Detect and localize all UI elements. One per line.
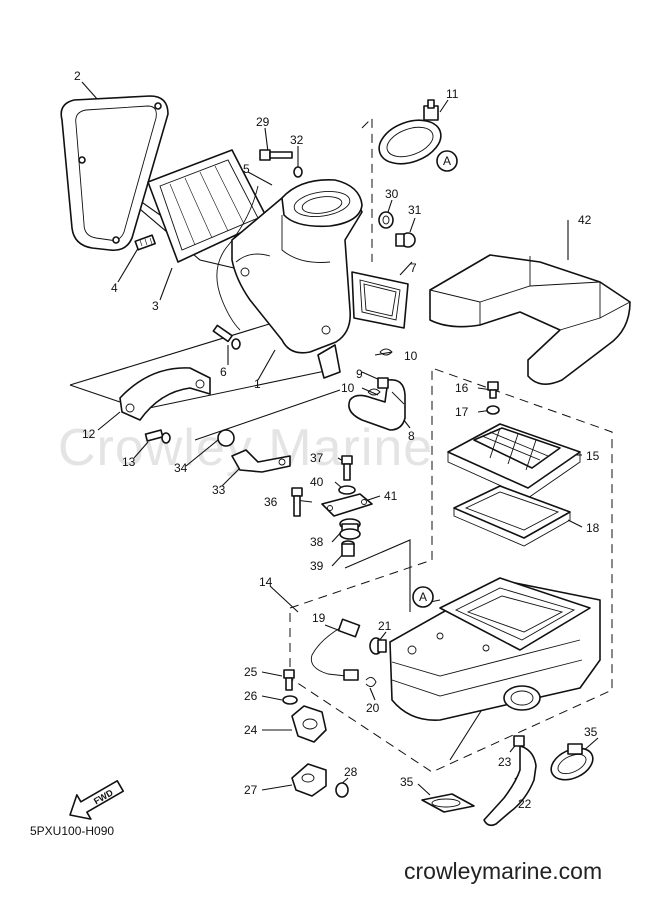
seal-part-5: [216, 185, 259, 331]
grommet-30-part: [378, 211, 394, 229]
callout: 12: [82, 427, 96, 441]
grommet-21-part: [369, 637, 387, 655]
callout: 20: [366, 701, 380, 715]
callout: 32: [290, 133, 304, 147]
callout: 41: [384, 489, 398, 503]
callout: 25: [244, 665, 258, 679]
bracket-12-part: [119, 367, 211, 421]
fitting-23-part: [513, 735, 525, 747]
filter-element-18-part: [453, 485, 571, 547]
callout: 1: [254, 377, 261, 391]
sensor-19-part: [310, 618, 361, 681]
callout: 10: [341, 381, 355, 395]
diagram-code: 5PXU100-H090: [30, 824, 115, 838]
callout: 23: [498, 755, 512, 769]
screw-13-part: [144, 429, 171, 444]
fwd-arrow-icon: FWD: [69, 780, 125, 820]
clip-20-part: [365, 677, 377, 687]
clip-10-part: [367, 348, 393, 396]
callout: 10: [404, 349, 418, 363]
grommet-34-part: [217, 429, 235, 447]
air-box-assembly-boundary: [289, 367, 613, 773]
collar-31-part: [395, 232, 416, 248]
callout: 14: [259, 575, 273, 589]
callout: 3: [152, 299, 159, 313]
svg-text:A: A: [419, 590, 427, 604]
callout: 26: [244, 689, 258, 703]
callout: 37: [310, 451, 324, 465]
bolt-37-part: [341, 455, 353, 481]
fitting-9-part: [377, 377, 389, 389]
screw-4-part: [134, 234, 156, 251]
footer-url: crowleymarine.com: [404, 858, 603, 884]
callout: 5: [243, 162, 250, 176]
callout: 36: [264, 495, 278, 509]
callout: 16: [455, 381, 469, 395]
grommet-38-part: [339, 518, 361, 540]
callout: 40: [310, 475, 324, 489]
callout: 18: [586, 521, 600, 535]
bolt-25-part: [283, 669, 295, 691]
grommet-28-part: [335, 782, 349, 798]
collar-39-part: [341, 540, 355, 557]
callout: 28: [344, 765, 358, 779]
screw-6-part: [212, 324, 241, 350]
callout: 4: [111, 281, 118, 295]
hose-8-part: [348, 378, 406, 431]
ref-mark-a-lower: A: [412, 586, 434, 608]
bracket-33-part: [231, 449, 291, 473]
callout: 34: [174, 461, 188, 475]
callout: 13: [122, 455, 136, 469]
callout: 8: [408, 429, 415, 443]
washer-17-part: [486, 405, 500, 415]
intake-duct-part-1: [231, 179, 363, 379]
callout: 9: [356, 367, 363, 381]
callout-labels: 1 2 3 4 5 6 7 8 9 10 10 11 12 13 14 15 1…: [74, 69, 600, 811]
callout: 31: [408, 203, 422, 217]
washer-26-part: [282, 695, 298, 705]
callout: 17: [455, 405, 469, 419]
clamp-ring-11-part: [378, 99, 442, 165]
callout: 29: [256, 115, 270, 129]
air-box-14-part: [389, 577, 601, 721]
callout: 30: [385, 187, 399, 201]
intake-boundary: [361, 116, 373, 262]
callout: 6: [220, 365, 227, 379]
foam-pad-42-part: [429, 254, 631, 385]
bolt-36-part: [291, 487, 303, 517]
plate-41-part: [321, 493, 373, 517]
filter-cover-15-part: [447, 423, 581, 499]
bracket-24-part: [291, 705, 327, 743]
callout: 21: [378, 619, 392, 633]
callout: 22: [518, 797, 532, 811]
bolt-29-part: [259, 149, 293, 161]
gasket-7-part: [351, 271, 409, 329]
washer-40-part: [338, 485, 356, 495]
callout: 24: [244, 723, 258, 737]
ref-mark-a-upper: A: [436, 150, 458, 172]
callout: 19: [312, 611, 326, 625]
callout: 35: [584, 725, 598, 739]
callout: 7: [410, 261, 417, 275]
callout: 2: [74, 69, 81, 83]
callout: 33: [212, 483, 226, 497]
bolt-16-part: [487, 381, 499, 399]
callout: 39: [310, 559, 324, 573]
callout: 42: [578, 213, 592, 227]
callout: 11: [446, 87, 459, 101]
callout: 27: [244, 783, 258, 797]
washer-32-part: [293, 166, 303, 178]
clamp-35b-part: [421, 793, 475, 813]
callout: 38: [310, 535, 324, 549]
callout: 35: [400, 775, 414, 789]
clamp-35-part: [550, 743, 594, 781]
callout: 15: [586, 449, 600, 463]
hose-22-part: [483, 745, 537, 827]
front-cover-part: [60, 95, 169, 252]
bracket-27-part: [291, 763, 327, 797]
svg-text:A: A: [443, 154, 451, 168]
